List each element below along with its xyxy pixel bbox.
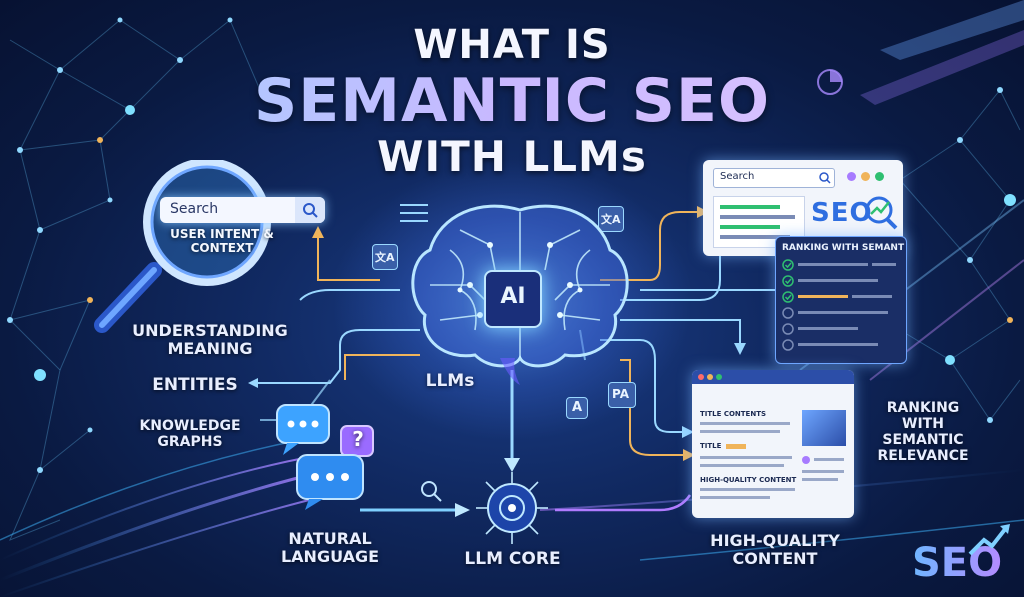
small-search-icon xyxy=(421,481,442,502)
label-high-quality-content: HIGH-QUALITY CONTENT xyxy=(710,531,840,569)
serp-search-icon[interactable] xyxy=(818,171,832,185)
serp-seo-text: SEO xyxy=(811,198,873,228)
content-title-label: TITLE CONTENTS xyxy=(700,410,767,418)
translate-icon-left: 文A xyxy=(372,244,398,270)
content-panel: TITLE CONTENTS TITLE HIGH-QUALITY CONTEN… xyxy=(692,370,854,518)
ai-chip-label: AI xyxy=(500,284,526,309)
ai-chip: AI xyxy=(484,270,542,328)
translate-icon-right: 文A xyxy=(598,206,624,232)
ranking-panel: RANKING WITH SEMANT xyxy=(775,236,907,364)
letter-a-badge: A xyxy=(566,397,588,419)
chat-bubbles-icon xyxy=(276,404,374,510)
chat-question-mark: ? xyxy=(352,427,364,451)
ranking-list xyxy=(782,259,896,351)
search-input[interactable]: Search xyxy=(160,197,325,223)
label-llms: LLMs xyxy=(425,371,475,391)
search-submit-button[interactable] xyxy=(295,197,325,223)
label-natural-language: NATURAL LANGUAGE xyxy=(280,529,380,567)
corner-seo-logo: SEO xyxy=(912,540,1003,586)
label-ranking-relevance: RANKING WITH SEMANTIC RELEVANCE xyxy=(877,400,969,465)
label-understanding-meaning: UNDERSTANDING MEANING xyxy=(132,321,288,359)
content-title-short: TITLE xyxy=(700,442,722,450)
title-line-3: WITH LLMs xyxy=(377,132,647,181)
content-window-titlebar xyxy=(692,370,854,384)
search-icon xyxy=(303,203,318,218)
title-line-1: WHAT IS xyxy=(413,22,611,68)
serp-dot-purple xyxy=(847,172,856,181)
search-caption: USER INTENT & CONTEXT xyxy=(170,227,274,255)
serp-dot-orange xyxy=(861,172,870,181)
title-line-2: SEMANTIC SEO xyxy=(0,66,1024,136)
ranking-panel-title: RANKING WITH SEMANT xyxy=(782,243,905,253)
label-entities: ENTITIES xyxy=(152,375,238,395)
llm-core-icon xyxy=(476,472,548,544)
label-llm-core: LLM CORE xyxy=(464,549,561,569)
seo-growth-magnifier-icon xyxy=(865,196,898,230)
glyph-pa-badge: PA xyxy=(608,382,636,408)
serp-search-input[interactable]: Search xyxy=(713,168,835,188)
label-knowledge-graphs: KNOWLEDGE GRAPHS xyxy=(139,418,241,451)
growth-arrow-icon xyxy=(968,524,1010,556)
search-input-value: Search xyxy=(170,201,219,217)
serp-dot-green xyxy=(875,172,884,181)
content-quality-label: HIGH-QUALITY CONTENT xyxy=(700,476,797,484)
content-image-placeholder xyxy=(802,410,846,446)
